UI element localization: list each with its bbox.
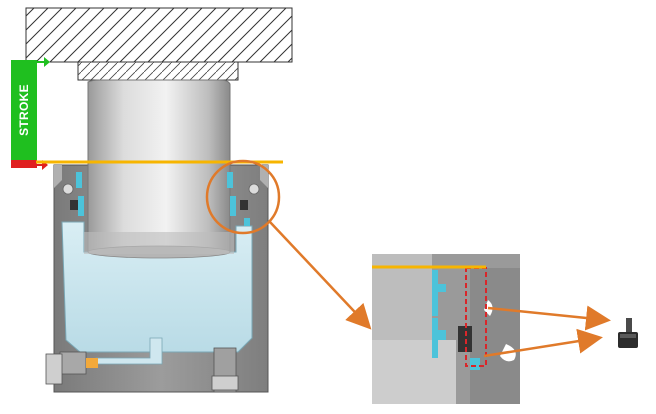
top-plate [25, 7, 293, 63]
stroke-label: STROKE [13, 62, 35, 158]
top-pad [77, 61, 239, 81]
callout-arrow [269, 221, 372, 330]
sensor-arrow-top [487, 305, 611, 331]
proximity-sensor-icon [618, 318, 638, 348]
sensor-arrow-bottom [483, 328, 603, 358]
bottom-fittings [45, 337, 239, 393]
callout-circle [205, 159, 281, 235]
stroke-text: STROKE [17, 84, 31, 136]
stroke-indicator [11, 57, 50, 170]
seals [70, 172, 250, 226]
piston [84, 79, 234, 259]
zoom-detail [372, 254, 520, 404]
